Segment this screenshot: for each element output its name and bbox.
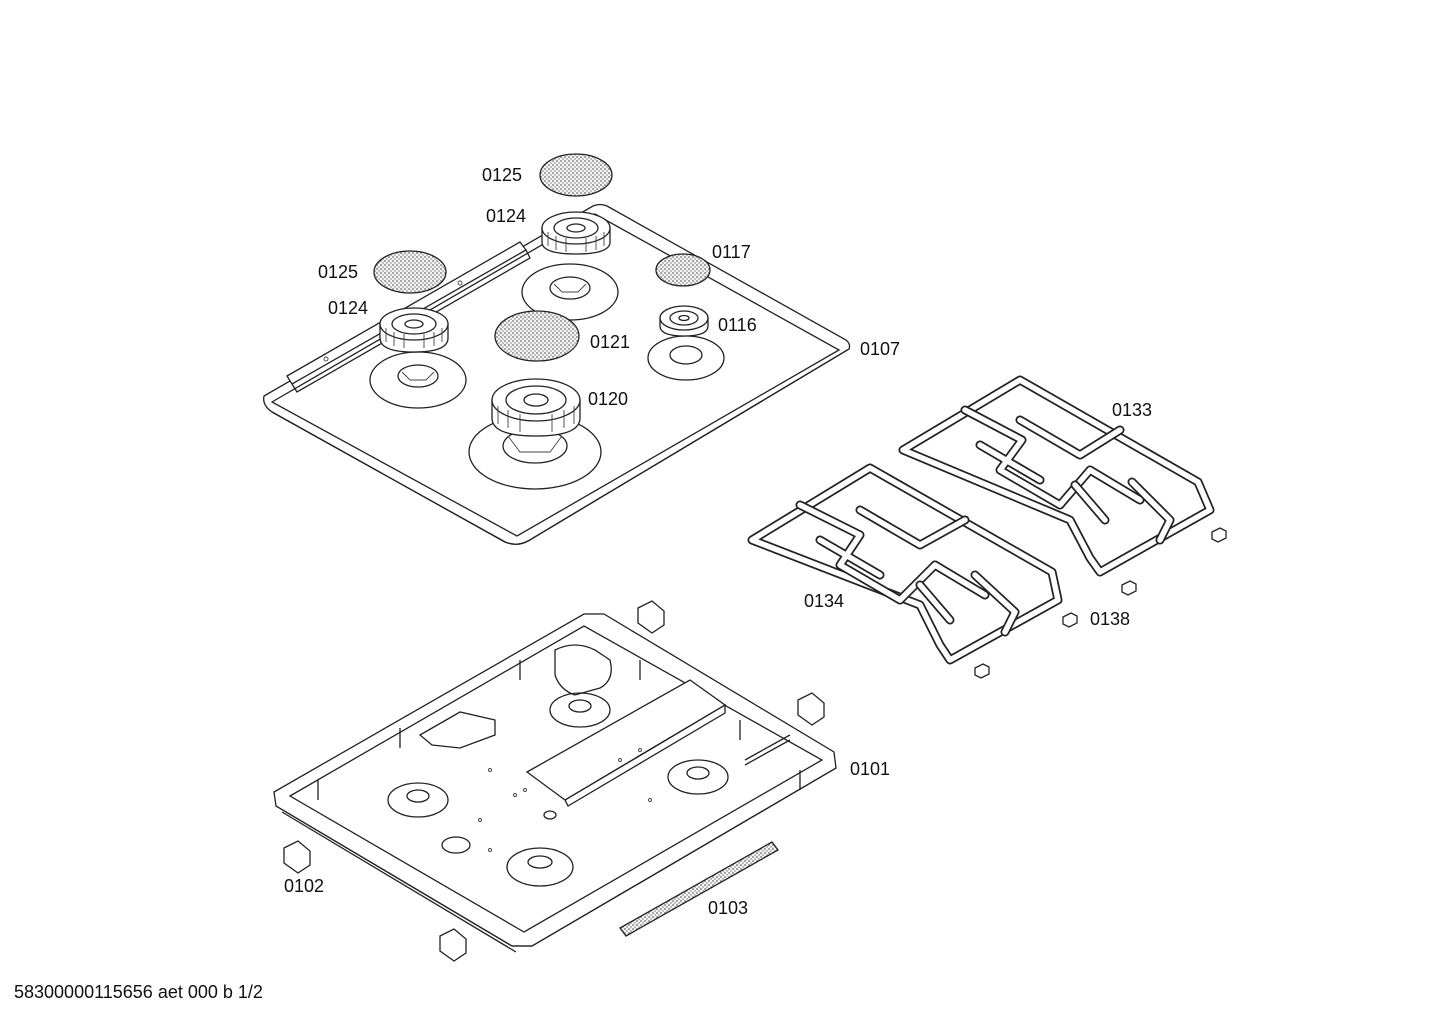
burner-cap-0125-left [373,250,447,294]
callout-0125-top: 0125 [482,165,523,185]
callout-0101: 0101 [850,759,891,779]
callout-0103: 0103 [708,898,749,918]
callout-0125-left: 0125 [318,262,359,282]
base-tray-0101 [273,613,837,953]
drawing-id: 58300000115656 aet 000 b 1/2 [14,982,263,1002]
callout-0117: 0117 [712,242,751,262]
burner-crown-0124-top [541,211,611,255]
rubber-feet-0138 [974,527,1227,679]
callout-0124-left: 0124 [328,298,369,318]
burner-cap-0125-top [539,153,613,197]
callout-0120: 0120 [588,389,629,409]
seal-strip-0103 [619,841,779,937]
callout-0134: 0134 [804,591,845,611]
callout-0121: 0121 [590,332,631,352]
callout-0107: 0107 [860,339,901,359]
fixing-clips-0102 [283,600,825,962]
callout-0116: 0116 [718,315,757,335]
burner-crown-0116 [659,305,709,337]
pan-support-0134 [747,463,1063,665]
callout-0102: 0102 [284,876,325,896]
burner-crown-0120 [491,378,581,437]
hob-top-plate [263,203,851,545]
pan-support-0133 [898,375,1215,577]
callout-0124-top: 0124 [486,206,527,226]
burner-crown-0124-left [379,307,449,353]
callout-0133: 0133 [1112,400,1153,420]
burner-cap-0121 [494,310,580,362]
burner-cap-0117 [655,253,711,287]
callout-0138: 0138 [1090,609,1131,629]
